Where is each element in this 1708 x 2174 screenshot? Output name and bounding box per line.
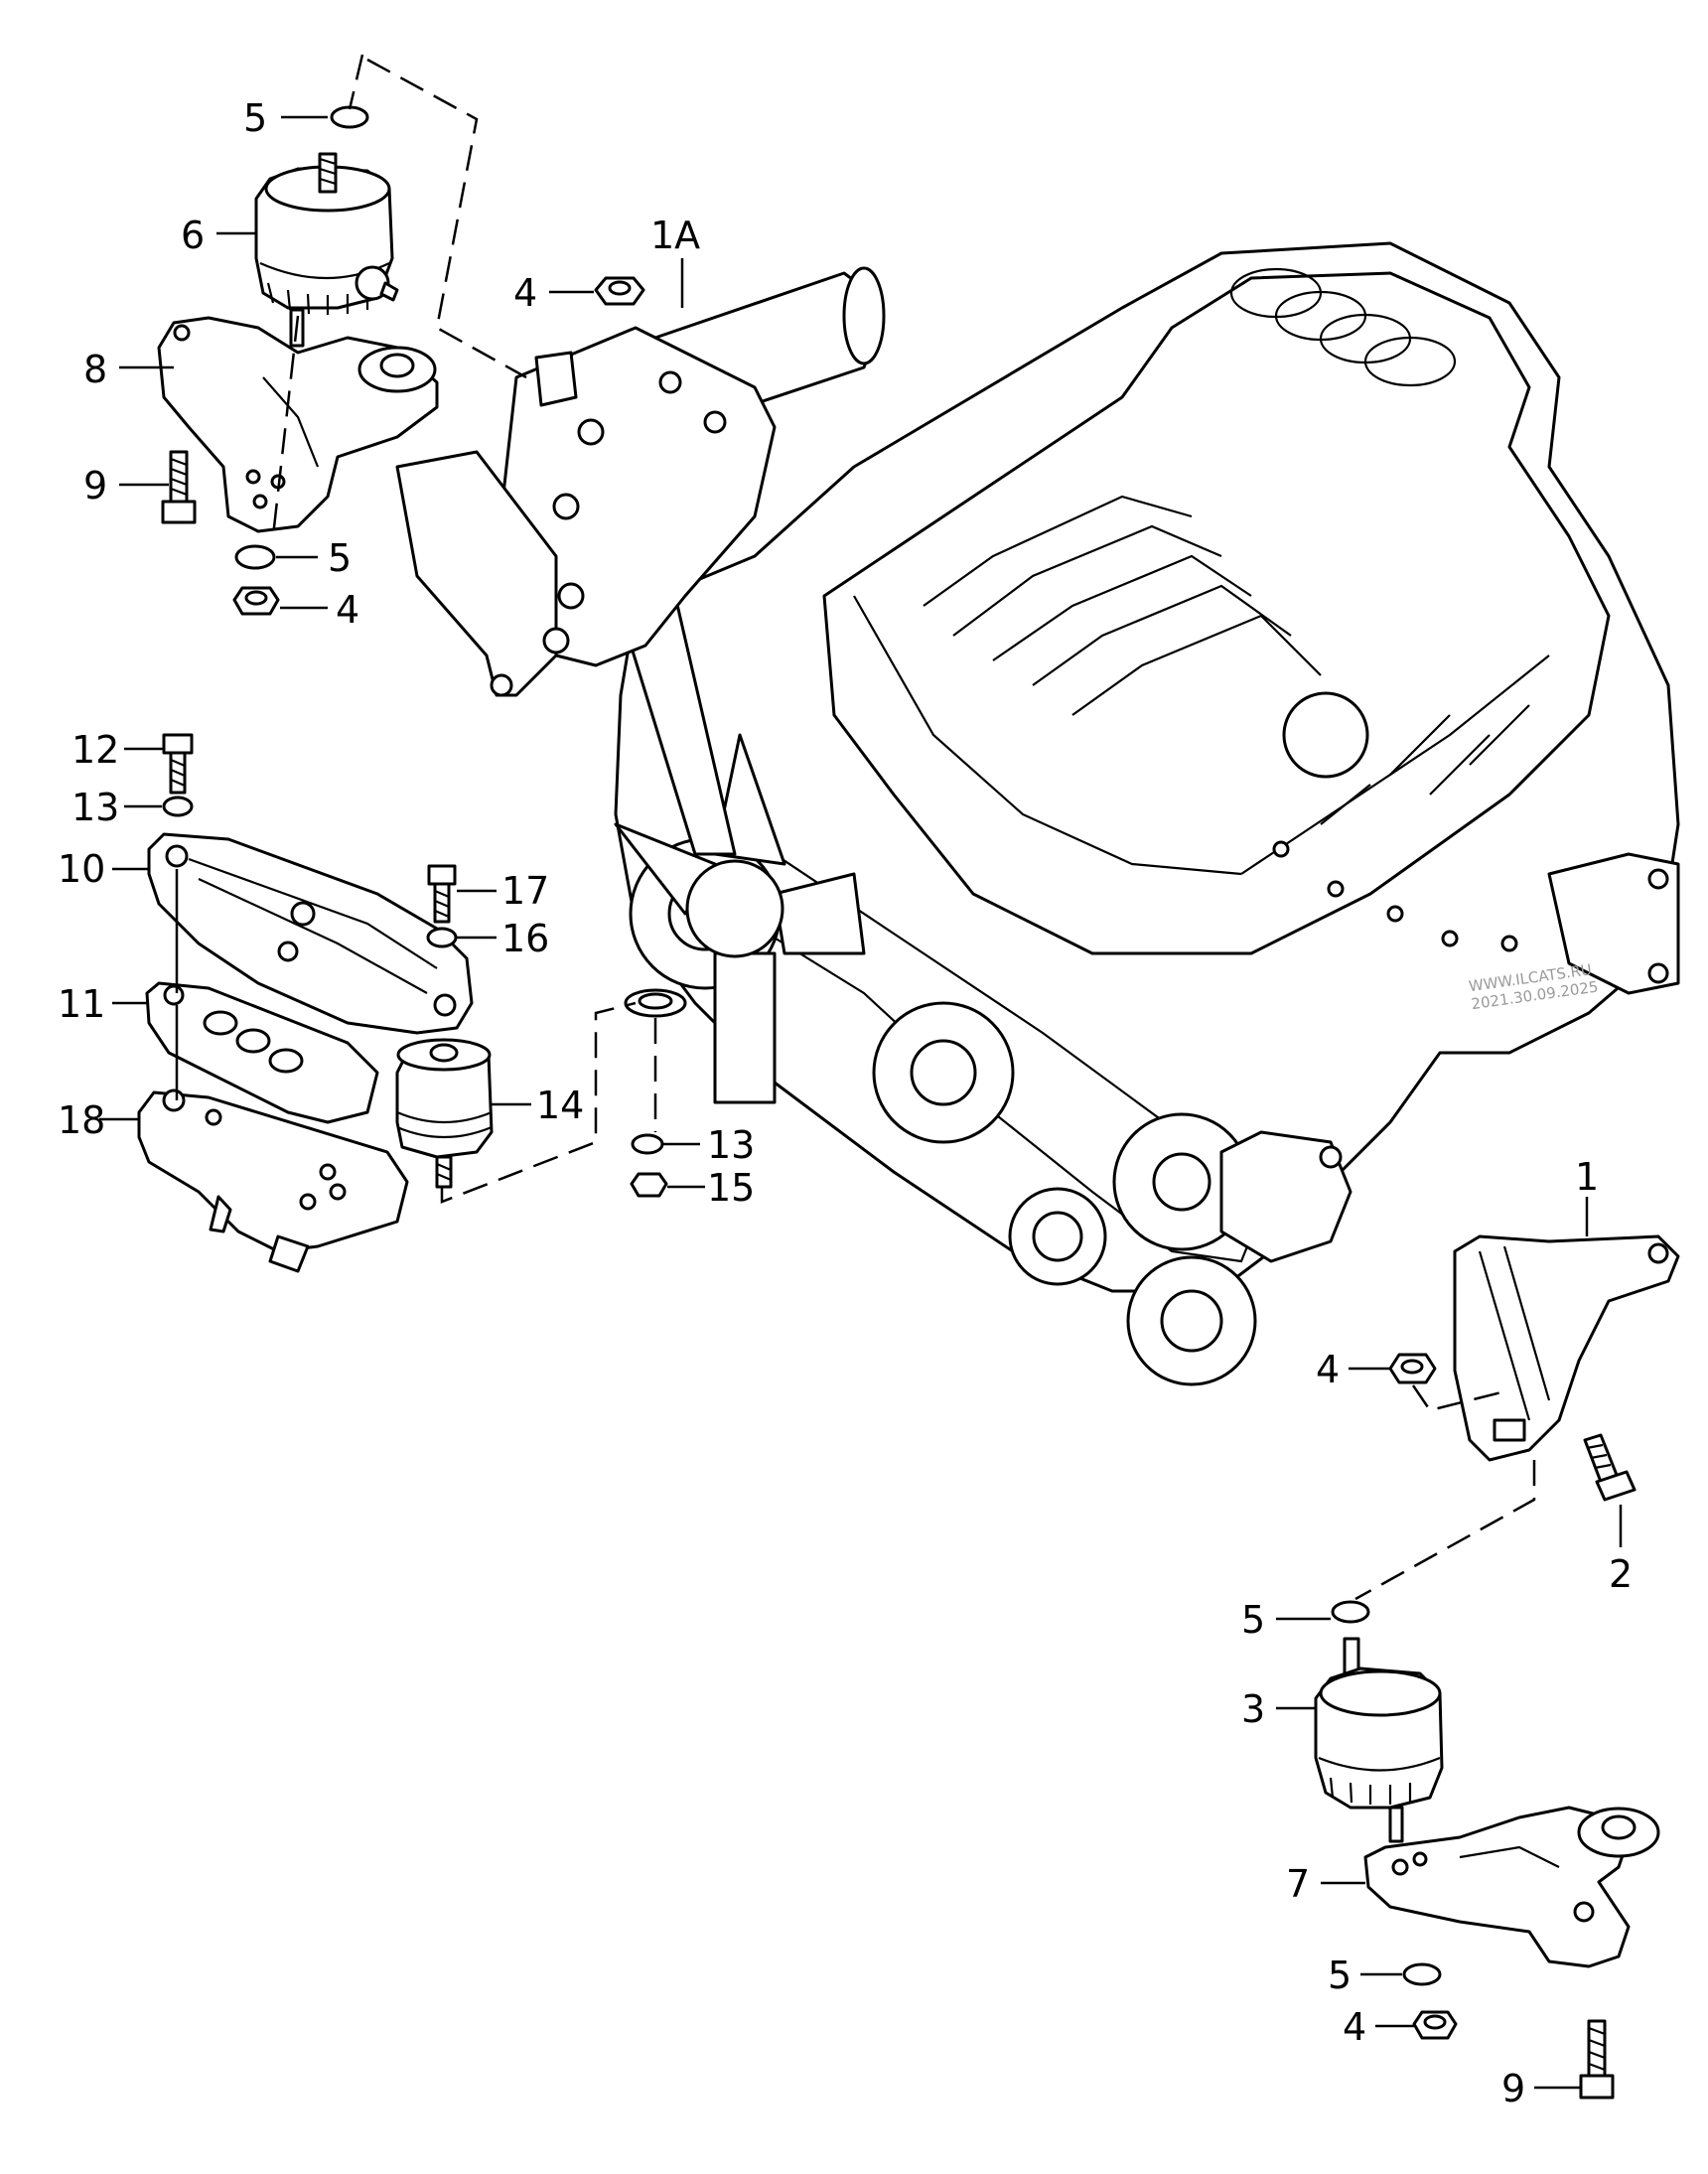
plate-18 bbox=[137, 1090, 409, 1253]
intake-runner bbox=[1032, 584, 1292, 686]
engine-cover bbox=[822, 271, 1611, 955]
callout-1a: 1A bbox=[650, 214, 700, 257]
callout-2: 2 bbox=[1609, 1552, 1633, 1596]
engine-assembly bbox=[614, 241, 1680, 1386]
intake-runner bbox=[952, 524, 1222, 637]
callout-5-mid: 5 bbox=[328, 536, 352, 580]
right-bracket-group bbox=[1388, 1234, 1680, 1502]
callout-15: 15 bbox=[707, 1166, 755, 1210]
callout-4-bottom-right: 4 bbox=[1343, 2005, 1366, 2049]
washer-5-right-bottom bbox=[1402, 1962, 1442, 1986]
callout-17: 17 bbox=[501, 869, 549, 913]
callout-16: 16 bbox=[501, 917, 549, 960]
left-engine-mount-group bbox=[157, 105, 439, 616]
bracket-1 bbox=[1453, 1234, 1680, 1462]
intake-runner bbox=[992, 554, 1252, 661]
flange-hole bbox=[1647, 962, 1669, 984]
washer-13-left bbox=[162, 796, 194, 817]
right-engine-mount-group bbox=[1314, 1600, 1660, 2100]
cover-edge bbox=[853, 595, 1242, 876]
washer-5-bottom bbox=[234, 544, 276, 570]
callout-3: 3 bbox=[1241, 1687, 1265, 1731]
callout-6: 6 bbox=[181, 214, 205, 257]
callout-10: 10 bbox=[58, 847, 105, 891]
callout-13-left: 13 bbox=[71, 786, 119, 829]
callout-8: 8 bbox=[83, 348, 107, 391]
bolt-17 bbox=[427, 864, 457, 886]
callout-11: 11 bbox=[58, 982, 105, 1026]
callout-5-right-top: 5 bbox=[1241, 1598, 1265, 1642]
assembly-dashed-lines bbox=[271, 54, 1536, 1601]
washer-5-top bbox=[330, 105, 369, 129]
cooling-fan bbox=[614, 594, 866, 1104]
bolt-12 bbox=[162, 733, 194, 755]
bracket-arm bbox=[395, 450, 558, 697]
callout-4-right: 4 bbox=[1316, 1348, 1340, 1391]
nut-15 bbox=[630, 1172, 668, 1198]
bracket-stud bbox=[534, 351, 578, 407]
mount-bracket-7 bbox=[1363, 1806, 1631, 1968]
callout-12: 12 bbox=[71, 728, 119, 772]
cover-ribs bbox=[1320, 704, 1530, 825]
engine-bracket-left bbox=[395, 266, 886, 697]
callout-9-right: 9 bbox=[1501, 2067, 1525, 2110]
intake-runner bbox=[923, 495, 1193, 607]
callout-4-top: 4 bbox=[513, 271, 537, 315]
head-bolts bbox=[1272, 840, 1518, 952]
intake-runner bbox=[1071, 614, 1322, 716]
washer-13-right bbox=[631, 1133, 664, 1155]
callout-4-mid: 4 bbox=[336, 588, 359, 632]
callout-5-top: 5 bbox=[243, 96, 267, 140]
front-bracket-group bbox=[137, 733, 687, 1273]
callout-13-right: 13 bbox=[707, 1123, 755, 1167]
callout-9-left: 9 bbox=[83, 464, 107, 507]
bracket-10 bbox=[147, 832, 474, 1035]
washer-16 bbox=[426, 927, 458, 948]
callout-7: 7 bbox=[1286, 1862, 1310, 1906]
exhaust-flange bbox=[1547, 852, 1680, 995]
callout-1: 1 bbox=[1575, 1155, 1599, 1199]
power-steering-pump bbox=[1219, 1130, 1352, 1263]
washer-5-right-top bbox=[1331, 1600, 1370, 1624]
flange-hole bbox=[1647, 868, 1669, 890]
bolt-2 bbox=[1583, 1433, 1619, 1484]
callout-5-right-bottom: 5 bbox=[1328, 1954, 1352, 1997]
callout-14: 14 bbox=[536, 1084, 584, 1127]
leader-lines bbox=[99, 115, 1623, 2090]
callout-labels: 5 6 8 9 5 4 4 1A 12 13 10 17 16 11 14 18… bbox=[58, 96, 1633, 2110]
audi-four-rings-icon bbox=[1229, 267, 1457, 387]
cover-emblem bbox=[1282, 691, 1369, 779]
callout-18: 18 bbox=[58, 1098, 105, 1142]
